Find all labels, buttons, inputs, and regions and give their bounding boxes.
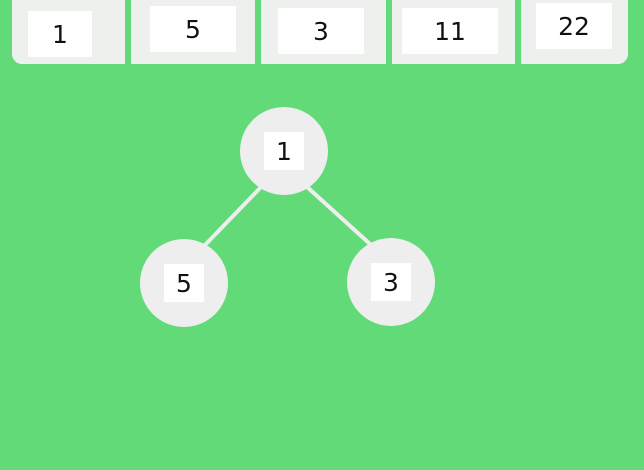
array-cell-1: 5 bbox=[150, 6, 236, 52]
array-cell-0: 1 bbox=[28, 11, 92, 57]
array-cell-3: 11 bbox=[402, 8, 498, 54]
array-cell-2: 3 bbox=[278, 8, 364, 54]
array-cell-4: 22 bbox=[536, 3, 612, 49]
tree-edge-root-left bbox=[203, 184, 264, 247]
tree-node-right-label: 3 bbox=[371, 263, 411, 301]
tree-node-left-label: 5 bbox=[164, 264, 204, 302]
array-divider bbox=[515, 0, 521, 66]
tree-node-root-label: 1 bbox=[264, 132, 304, 170]
array-divider bbox=[386, 0, 392, 66]
tree-node-left: 5 bbox=[140, 239, 228, 327]
array-divider bbox=[125, 0, 131, 66]
array-divider bbox=[255, 0, 261, 66]
tree-edge-root-right bbox=[304, 184, 372, 246]
tree-node-right: 3 bbox=[347, 238, 435, 326]
tree-node-root: 1 bbox=[240, 107, 328, 195]
